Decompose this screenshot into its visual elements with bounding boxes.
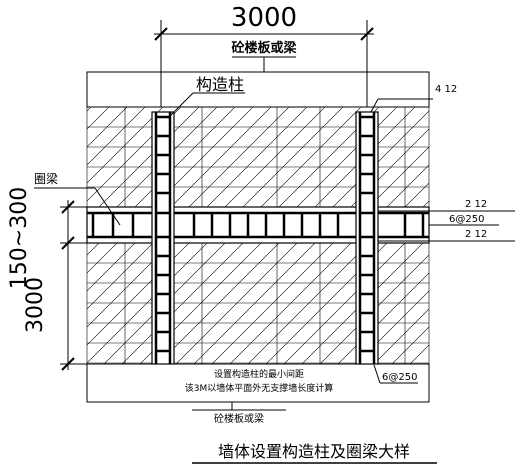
note-line-1: 设置构造柱的最小间距 xyxy=(214,368,304,380)
note-line-2: 该3M以墙体平面外无支撑墙长度计算 xyxy=(185,382,334,394)
drawing-title: 墙体设置构造柱及圈梁大样 xyxy=(218,442,410,461)
column-stirrup: 6@250 xyxy=(382,372,417,383)
ring-beam-label: 圈梁 xyxy=(34,171,58,186)
top-slab xyxy=(86,71,430,108)
column-right xyxy=(355,111,379,365)
column-label: 构造柱 xyxy=(196,75,244,94)
top-dimension: 3000 xyxy=(154,3,374,107)
column-left xyxy=(151,111,175,365)
bottom-slab: 设置构造柱的最小间距 该3M以墙体平面外无支撑墙长度计算 xyxy=(86,363,430,403)
top-dimension-text: 3000 xyxy=(231,3,297,33)
beam-stirrup: 6@250 xyxy=(449,214,484,225)
left-dimensions: 150~300 3000 xyxy=(7,187,87,371)
top-slab-label: 砼楼板或梁 xyxy=(231,40,297,56)
beam-bottom-rebar: 2 12 xyxy=(465,229,487,240)
band-height-text: 150~300 xyxy=(7,187,32,289)
beam-top-rebar: 2 12 xyxy=(465,199,487,210)
lower-height-text: 3000 xyxy=(23,277,48,333)
column-main-rebar: 4 12 xyxy=(435,84,457,95)
rebar-callouts: 4 12 2 12 6@250 2 12 6@250 xyxy=(370,84,515,384)
bottom-slab-label: 砼楼板或梁 xyxy=(214,412,264,425)
